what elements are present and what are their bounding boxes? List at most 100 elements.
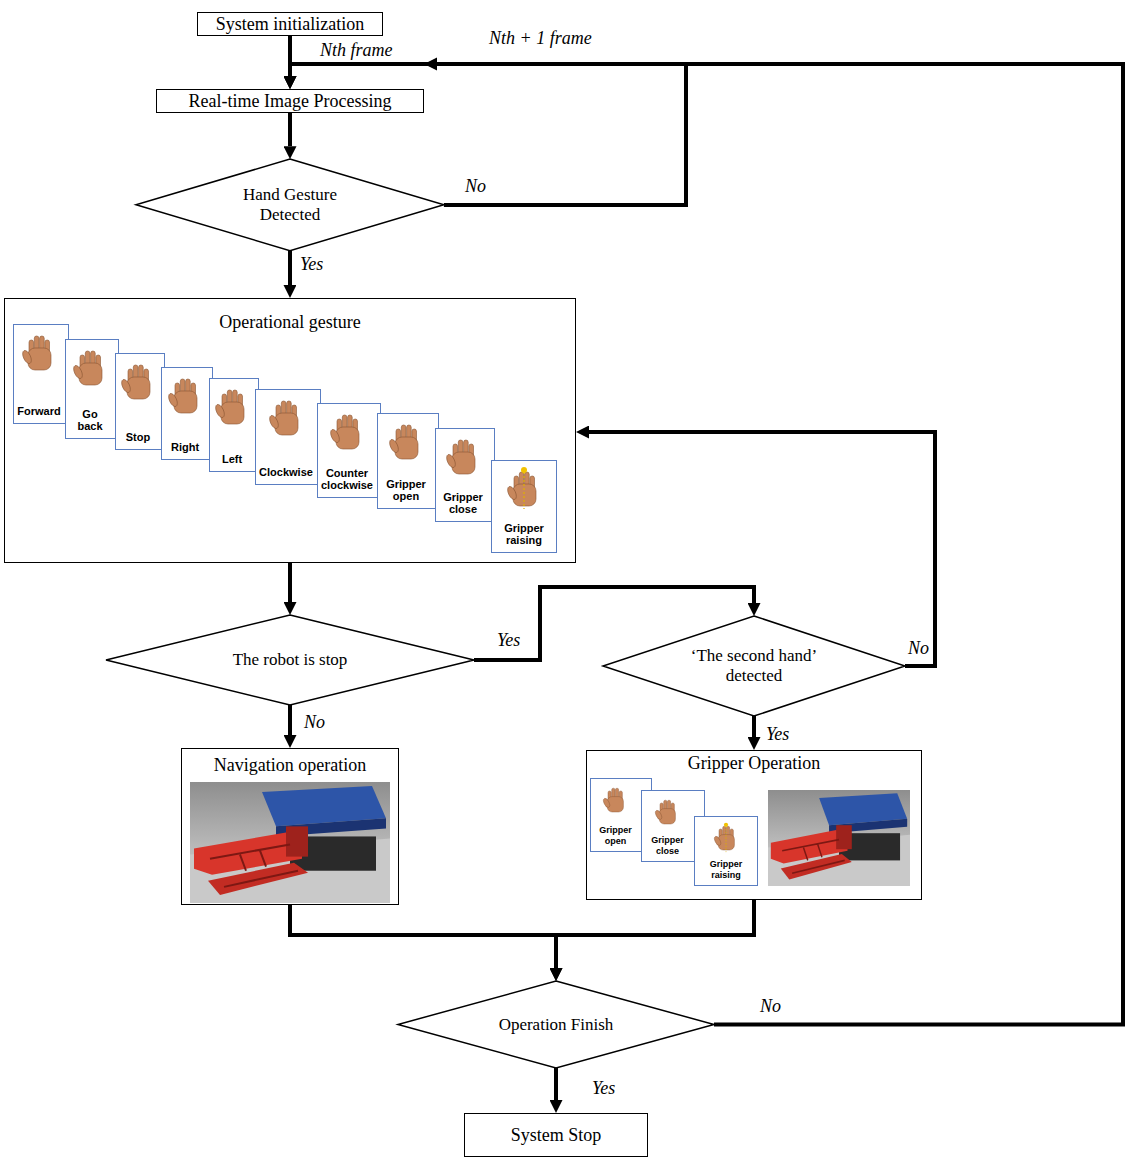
raise-guide — [725, 826, 726, 852]
hand-icon — [118, 359, 158, 403]
edge-label: Yes — [764, 724, 791, 745]
gesture-label: Gripper raising — [698, 859, 754, 880]
thumb — [713, 835, 722, 846]
connector — [288, 563, 292, 602]
gesture-label: Left — [213, 453, 251, 466]
gesture-label: Right — [165, 441, 205, 454]
hand-icon — [19, 330, 59, 374]
connector — [556, 900, 754, 968]
thumb — [71, 364, 83, 380]
diamond-shape — [603, 616, 905, 716]
edge-label: No — [906, 638, 931, 659]
node-label: Gripper Operation — [587, 753, 921, 774]
edge-label: No — [463, 176, 488, 197]
decision-diamond: The robot is stop — [106, 615, 474, 705]
node-label: ‘The second hand’ detected — [689, 646, 819, 686]
gesture-label: Counter clockwise — [321, 467, 373, 492]
edge-label: Yes — [298, 254, 325, 275]
hand-icon — [212, 384, 252, 428]
decision-diamond: Operation Finish — [398, 981, 714, 1068]
hand-icon — [327, 409, 367, 453]
hand-icon — [70, 345, 110, 389]
thumb — [654, 809, 663, 820]
node-label: Operation Finish — [499, 1015, 614, 1035]
hand-icon — [712, 822, 740, 853]
gesture-label: Gripper open — [381, 478, 431, 503]
connector — [288, 705, 292, 735]
gesture-card: Stop — [115, 353, 165, 450]
connector — [752, 716, 756, 737]
hand-icon — [653, 796, 681, 827]
diamond-shape — [398, 981, 714, 1068]
connector — [554, 1068, 558, 1100]
thumb — [20, 349, 32, 365]
gesture-label: Gripper close — [645, 835, 690, 856]
hand-icon — [601, 784, 629, 815]
thumb — [166, 392, 178, 408]
gesture-card: Clockwise — [255, 389, 321, 485]
hand-icon — [386, 419, 426, 463]
robot-photo — [768, 790, 910, 886]
process-box: Real-time Image Processing — [156, 89, 424, 113]
node-label: System initialization — [216, 14, 364, 34]
edge-label: Yes — [590, 1078, 617, 1099]
hand-icon — [443, 434, 483, 478]
gesture-card: Gripper raising — [491, 460, 557, 553]
decision-diamond: Hand Gesture Detected — [136, 159, 444, 251]
gesture-card: Gripper raising — [694, 816, 758, 886]
group-panel: Gripper OperationGripper open Gripper clo… — [586, 750, 922, 900]
frame-label: Nth + 1 frame — [487, 28, 594, 48]
thumb — [119, 378, 131, 394]
connector — [288, 113, 292, 146]
thumb — [267, 414, 279, 430]
thumb — [444, 453, 456, 469]
robot-photo — [190, 782, 390, 903]
raise-guide — [523, 472, 524, 509]
thumb — [328, 428, 340, 444]
group-panel: Navigation operation — [181, 748, 399, 905]
decision-diamond: ‘The second hand’ detected — [603, 616, 905, 716]
gesture-card: Forward — [13, 324, 69, 424]
process-box: System initialization — [197, 12, 383, 36]
hand-icon — [266, 395, 306, 439]
gesture-label: Go back — [69, 408, 111, 433]
gesture-label: Gripper close — [439, 491, 487, 516]
gesture-label: Forward — [17, 405, 61, 418]
connector — [288, 251, 292, 285]
edge-label: Yes — [495, 630, 522, 651]
gesture-label: Gripper open — [594, 825, 637, 846]
node-label: The robot is stop — [233, 650, 348, 670]
gesture-card: Gripper open — [377, 413, 439, 509]
hand-icon — [504, 466, 544, 510]
gesture-label: Stop — [119, 431, 157, 444]
node-label: System Stop — [511, 1125, 602, 1145]
gesture-card: Left — [209, 378, 259, 472]
gesture-card: Go back — [65, 339, 119, 439]
connector — [290, 905, 556, 968]
gesture-label: Clockwise — [259, 466, 313, 479]
gesture-card: Right — [161, 367, 213, 460]
thumb — [387, 438, 399, 454]
edge-label: No — [302, 712, 327, 733]
node-label: Real-time Image Processing — [189, 91, 392, 111]
diamond-shape — [106, 615, 474, 705]
raise-dot — [723, 823, 727, 827]
thumb — [213, 403, 225, 419]
thumb — [505, 485, 517, 501]
process-box: System Stop — [464, 1113, 648, 1157]
node-label: Hand Gesture Detected — [230, 185, 350, 225]
edge-label: No — [758, 996, 783, 1017]
thumb — [602, 797, 611, 808]
node-label: Navigation operation — [182, 755, 398, 776]
node-label: Operational gesture — [5, 312, 575, 333]
frame-label: Nth frame — [318, 40, 395, 60]
gesture-label: Gripper raising — [495, 522, 553, 547]
raise-dot — [521, 467, 527, 473]
gesture-card: Gripper close — [435, 428, 495, 522]
hand-icon — [165, 373, 205, 417]
diamond-shape — [136, 159, 444, 251]
gesture-card: Counter clockwise — [317, 403, 381, 498]
group-panel: Operational gestureForward Go backStopRig… — [4, 298, 576, 563]
